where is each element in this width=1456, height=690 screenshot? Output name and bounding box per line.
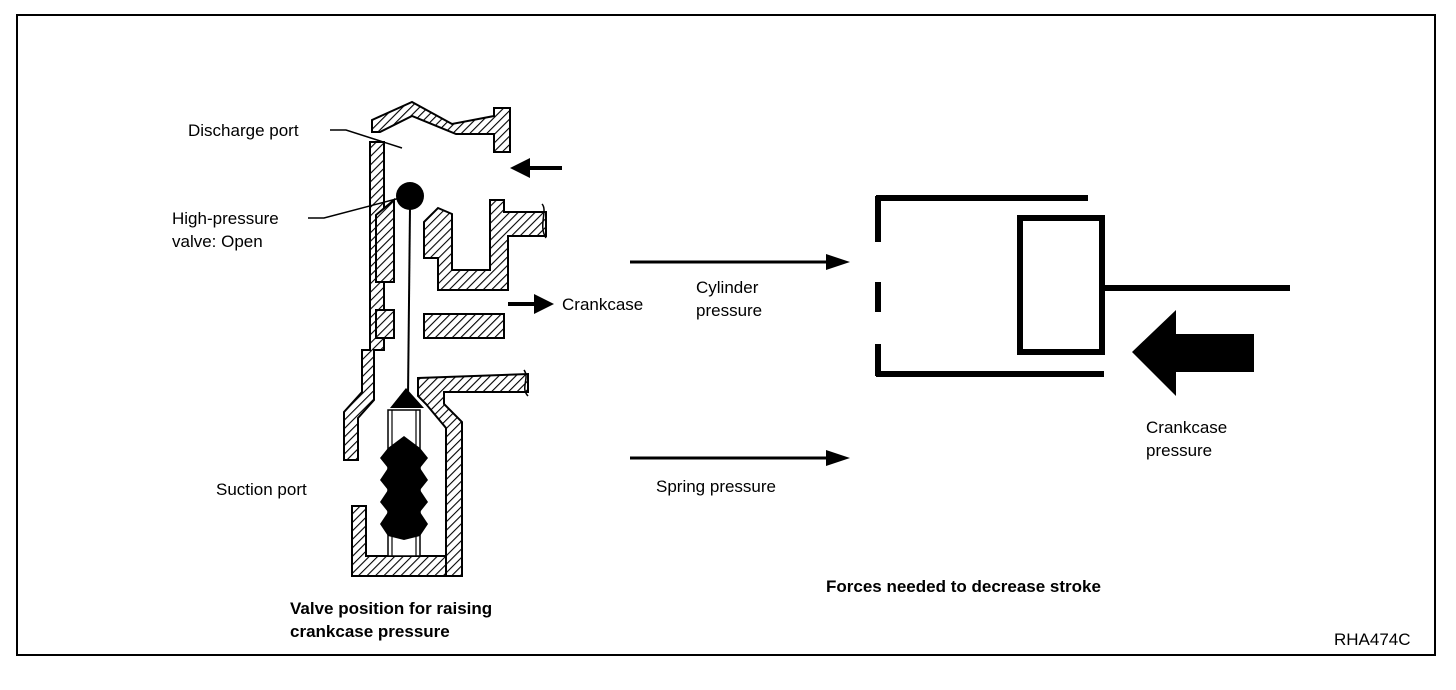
leader-high-pressure-valve xyxy=(308,197,401,219)
label-spring-pressure: Spring pressure xyxy=(656,477,777,496)
caption-forces: Forces needed to decrease stroke xyxy=(826,577,1101,596)
label-high-pressure-valve: High-pressure valve: Open xyxy=(172,209,279,251)
valve-left-inner-mid xyxy=(375,309,395,339)
spring-pressure-arrow xyxy=(630,450,850,466)
valve-right-lower xyxy=(417,372,529,577)
high-pressure-valve-ball xyxy=(396,182,424,210)
cylinder-pressure-arrow xyxy=(630,254,850,270)
valve-left-inner-upper xyxy=(375,197,395,283)
figure-code: RHA474C xyxy=(1334,630,1411,649)
valve-bellows xyxy=(380,409,428,557)
break-line-lower xyxy=(523,369,529,397)
label-suction-port: Suction port xyxy=(216,480,307,499)
valve-housing xyxy=(343,100,547,577)
figure-frame xyxy=(16,14,1436,656)
piston xyxy=(1017,215,1105,355)
cylinder xyxy=(875,195,1104,377)
break-line-upper xyxy=(541,203,547,239)
valve-bottom-cup xyxy=(351,505,447,577)
label-cylinder-pressure: Cylinder pressure xyxy=(696,278,763,320)
caption-valve-position: Valve position for raising crankcase pre… xyxy=(290,599,493,641)
valve-crankcase-block xyxy=(423,199,547,291)
leader-discharge-port xyxy=(330,129,403,149)
crankcase-pressure-arrow xyxy=(1132,310,1254,396)
crankcase-arrow xyxy=(508,294,554,314)
label-crankcase-pressure: Crankcase pressure xyxy=(1146,418,1228,460)
inflow-arrow xyxy=(510,158,562,178)
valve-left-wall xyxy=(343,141,385,461)
valve-stem xyxy=(407,207,411,397)
valve-top-cap xyxy=(371,100,511,153)
valve-middle-block xyxy=(423,313,505,339)
label-crankcase: Crankcase xyxy=(562,295,644,314)
label-discharge-port: Discharge port xyxy=(188,121,299,140)
valve-seat xyxy=(390,388,424,408)
